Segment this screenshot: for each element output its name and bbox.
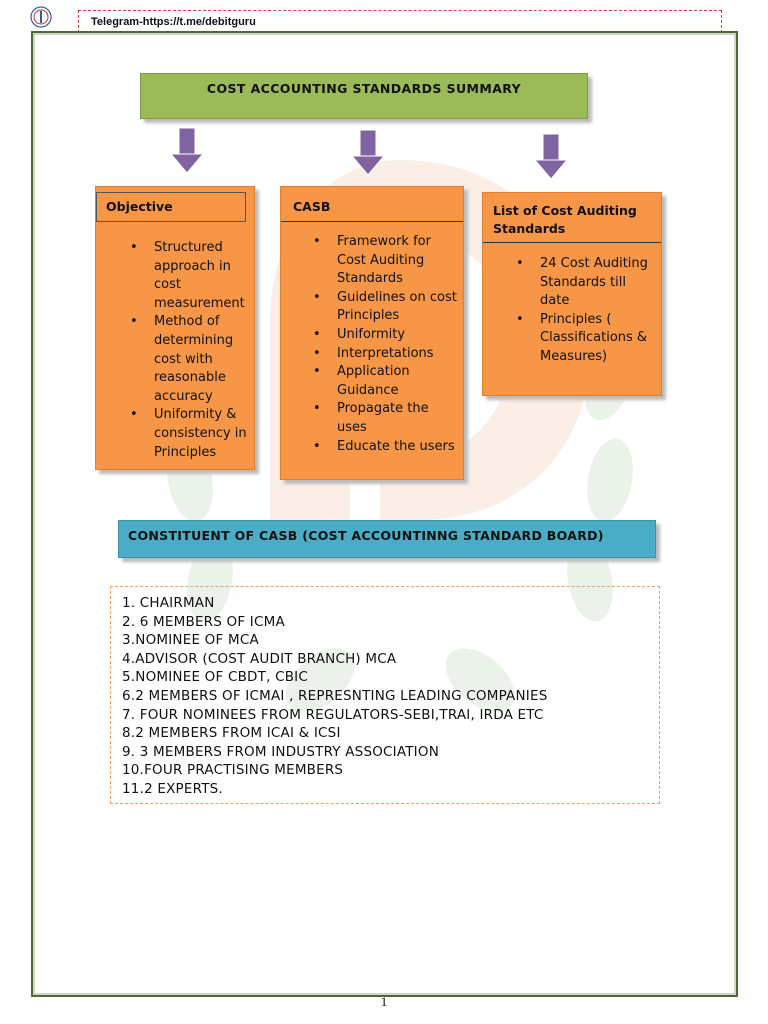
standards-heading: List of Cost Auditing Standards <box>493 202 653 238</box>
list-item: Uniformity & consistency in Principles <box>154 406 250 462</box>
down-arrow-icon <box>534 134 568 180</box>
list-item: Uniformity <box>337 326 459 345</box>
casb-box: CASB Framework for Cost Auditing Standar… <box>280 186 464 480</box>
summary-title: COST ACCOUNTING STANDARDS SUMMARY <box>140 73 588 119</box>
list-item: Framework for Cost Auditing Standards <box>337 233 459 289</box>
member-item: 6.2 MEMBERS OF ICMAI , REPRESNTING LEADI… <box>122 687 547 706</box>
down-arrow-icon <box>170 128 204 174</box>
telegram-header: Telegram-https://t.me/debitguru <box>78 10 722 33</box>
standards-list-box: List of Cost Auditing Standards 24 Cost … <box>482 192 662 396</box>
list-item: Educate the users <box>337 438 459 457</box>
member-item: 7. FOUR NOMINEES FROM REGULATORS-SEBI,TR… <box>122 706 547 725</box>
member-item: 4.ADVISOR (COST AUDIT BRANCH) MCA <box>122 650 547 669</box>
members-list: 1. CHAIRMAN 2. 6 MEMBERS OF ICMA 3.NOMIN… <box>122 594 547 799</box>
member-item: 3.NOMINEE OF MCA <box>122 631 547 650</box>
list-item: Guidelines on cost Principles <box>337 289 459 326</box>
down-arrow-icon <box>351 130 385 176</box>
divider <box>281 221 463 222</box>
objective-heading: Objective <box>106 199 173 214</box>
page-number: 1 <box>0 994 768 1010</box>
list-item: Method of determining cost with reasonab… <box>154 313 250 406</box>
list-item: 24 Cost Auditing Standards till date <box>540 255 658 311</box>
member-item: 11.2 EXPERTS. <box>122 780 547 799</box>
divider <box>483 242 661 243</box>
list-item: Propagate the uses <box>337 400 459 437</box>
members-box: 1. CHAIRMAN 2. 6 MEMBERS OF ICMA 3.NOMIN… <box>110 586 660 804</box>
list-item: Application Guidance <box>337 363 459 400</box>
list-item: Structured approach in cost measurement <box>154 239 250 313</box>
institute-logo-icon <box>30 6 52 28</box>
constituent-section-title: CONSTITUENT OF CASB (COST ACCOUNTINNG ST… <box>118 520 656 558</box>
list-item: Interpretations <box>337 345 459 364</box>
member-item: 1. CHAIRMAN <box>122 594 547 613</box>
casb-list: Framework for Cost Auditing Standards Gu… <box>337 233 459 456</box>
telegram-link[interactable]: Telegram-https://t.me/debitguru <box>91 16 256 28</box>
member-item: 10.FOUR PRACTISING MEMBERS <box>122 761 547 780</box>
member-item: 5.NOMINEE OF CBDT, CBIC <box>122 668 547 687</box>
member-item: 8.2 MEMBERS FROM ICAI & ICSI <box>122 724 547 743</box>
casb-heading: CASB <box>293 199 330 214</box>
objective-box: Objective Structured approach in cost me… <box>95 186 255 470</box>
member-item: 2. 6 MEMBERS OF ICMA <box>122 613 547 632</box>
standards-list: 24 Cost Auditing Standards till date Pri… <box>540 255 658 367</box>
list-item: Principles ( Classifications & Measures) <box>540 311 658 367</box>
objective-list: Structured approach in cost measurement … <box>154 239 250 462</box>
member-item: 9. 3 MEMBERS FROM INDUSTRY ASSOCIATION <box>122 743 547 762</box>
